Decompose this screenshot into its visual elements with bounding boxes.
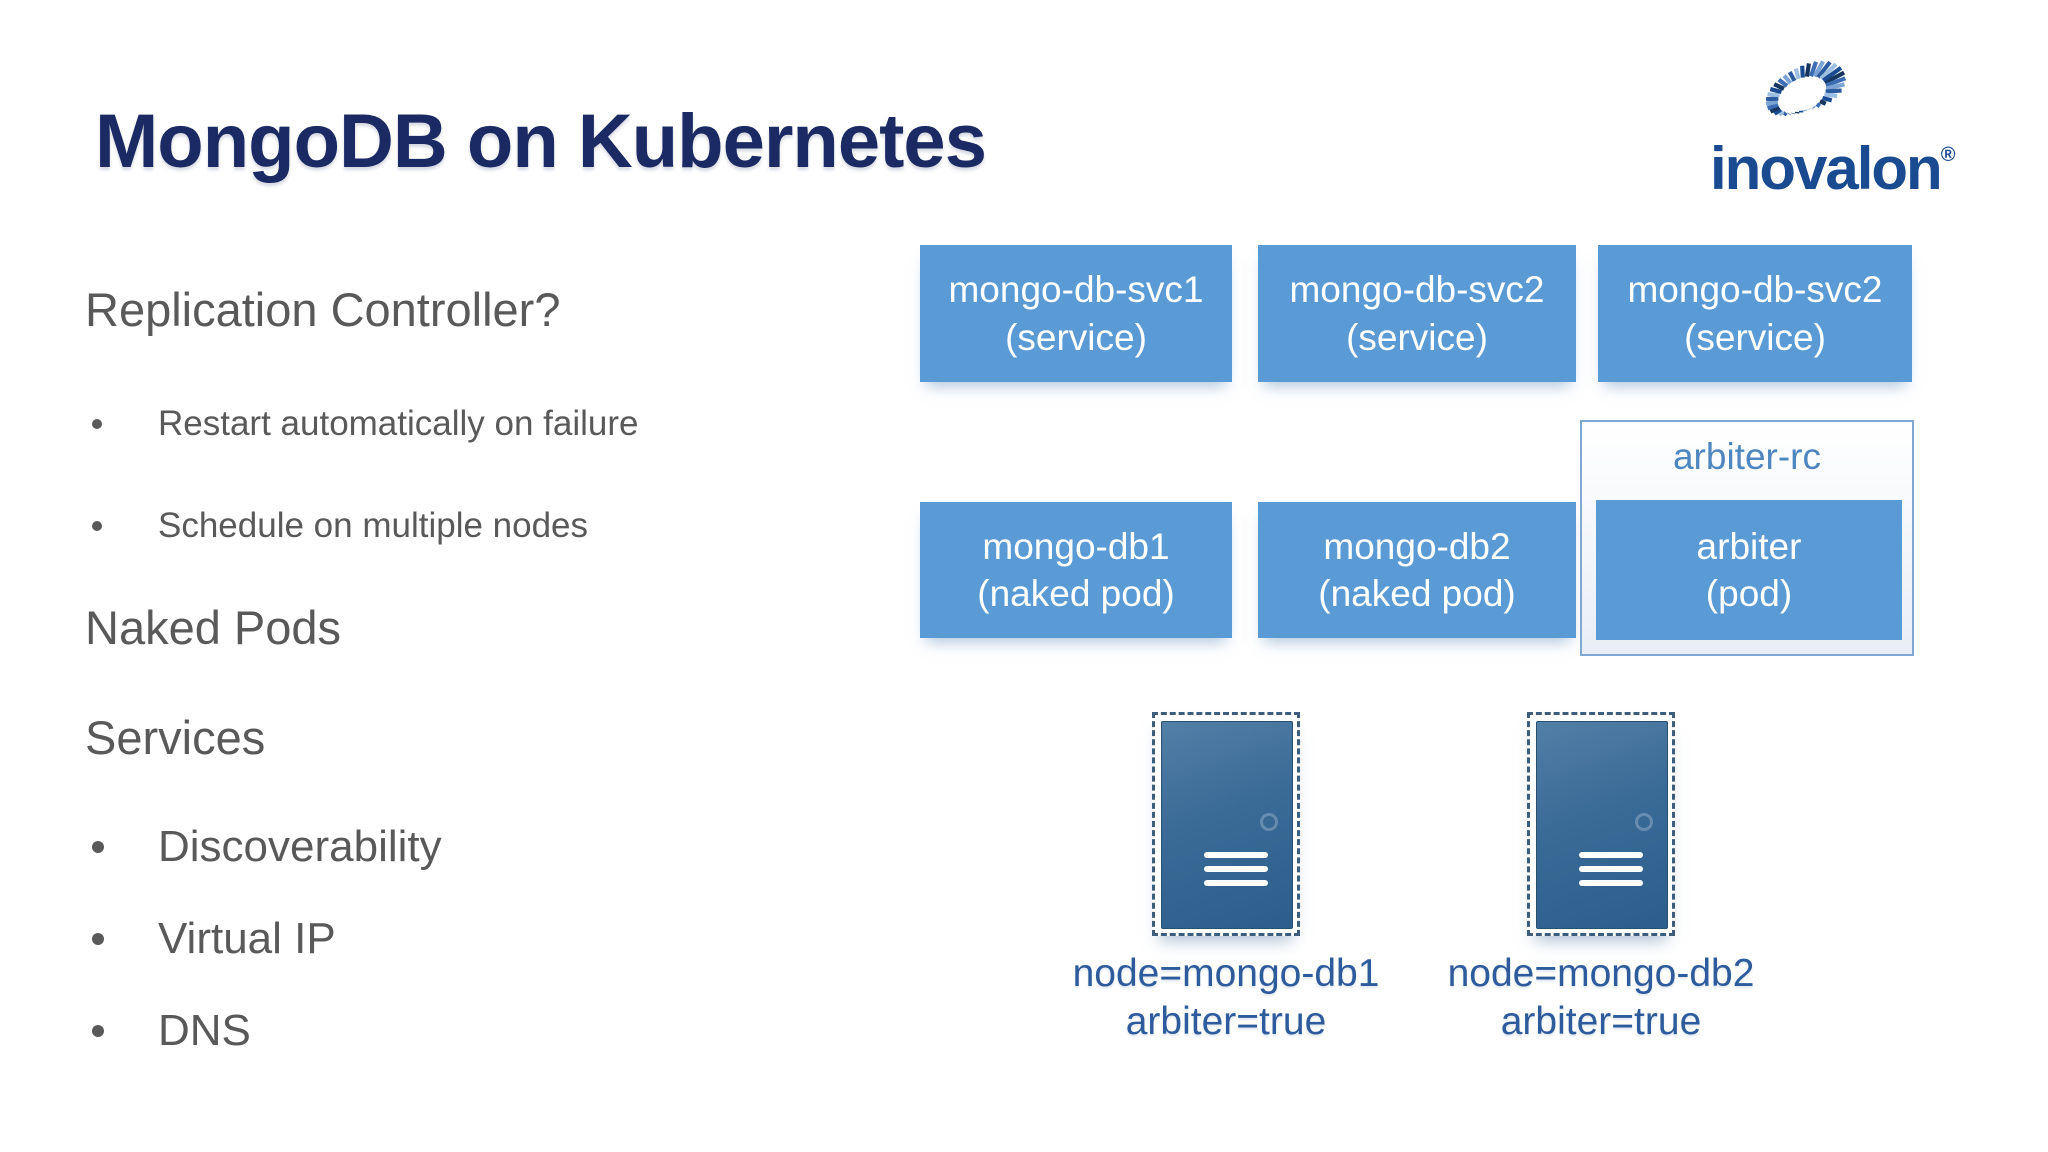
node-label-line2: arbiter=true [1125, 999, 1327, 1043]
pod-name: mongo-db1 [982, 525, 1170, 567]
arbiter-rc-box: arbiter-rc arbiter (pod) [1580, 420, 1914, 656]
bullet-text: Virtual IP [158, 914, 336, 963]
heading-replication-controller: Replication Controller? [85, 283, 561, 336]
bullet-dot [92, 419, 102, 429]
service-box-mongo-db-svc2b: mongo-db-svc2 (service) [1598, 245, 1912, 382]
inovalon-logo: inovalon® [1700, 38, 2000, 202]
bullet-virtual-ip: Virtual IP [92, 914, 336, 964]
service-box-mongo-db-svc1: mongo-db-svc1 (service) [920, 245, 1232, 382]
service-name: mongo-db-svc2 [1627, 269, 1883, 311]
server-node-icon-2 [1527, 712, 1675, 936]
server-led-icon [1260, 812, 1278, 831]
node-label-1: node=mongo-db1 arbiter=true [1026, 950, 1426, 1045]
arbiter-rc-label: arbiter-rc [1672, 436, 1822, 477]
node-label-line2: arbiter=true [1500, 999, 1702, 1043]
inovalon-wordmark-text: inovalon [1710, 135, 1943, 202]
service-name: mongo-db-svc1 [948, 269, 1204, 311]
page-title: MongoDB on Kubernetes [95, 99, 987, 184]
pod-name: mongo-db2 [1323, 525, 1511, 567]
bullet-text: Restart automatically on failure [158, 404, 639, 443]
registered-mark: ® [1940, 144, 1956, 166]
bullet-dot [92, 1025, 104, 1037]
pod-name: arbiter [1696, 525, 1802, 567]
service-name: mongo-db-svc2 [1289, 269, 1545, 311]
server-body [1536, 721, 1668, 929]
pod-type: (naked pod) [1318, 573, 1516, 614]
service-box-mongo-db-svc2: mongo-db-svc2 (service) [1258, 245, 1576, 382]
bullet-dns: DNS [92, 1006, 251, 1056]
pod-box-mongo-db1: mongo-db1 (naked pod) [920, 502, 1232, 638]
heading-services: Services [85, 711, 266, 764]
node-label-2: node=mongo-db2 arbiter=true [1401, 950, 1801, 1045]
bullet-schedule: Schedule on multiple nodes [92, 506, 588, 546]
bullet-dot [92, 521, 102, 531]
bullet-text: Discoverability [158, 822, 442, 871]
heading-naked-pods: Naked Pods [85, 601, 342, 654]
server-node-icon-1 [1152, 712, 1300, 936]
service-type: (service) [1346, 316, 1488, 358]
node-label-line1: node=mongo-db2 [1447, 952, 1755, 995]
inovalon-swirl-icon [1765, 60, 1847, 117]
server-body [1161, 721, 1293, 929]
bullet-dot [92, 933, 104, 945]
bullet-discoverability: Discoverability [92, 822, 442, 872]
pod-type: (naked pod) [977, 573, 1175, 614]
pod-box-arbiter: arbiter (pod) [1596, 500, 1902, 640]
pod-box-mongo-db2: mongo-db2 (naked pod) [1258, 502, 1576, 638]
pod-type: (pod) [1705, 573, 1793, 614]
service-type: (service) [1005, 316, 1147, 358]
service-type: (service) [1684, 316, 1826, 358]
server-vents-icon [1579, 851, 1643, 894]
server-vents-icon [1204, 851, 1268, 894]
inovalon-wordmark: inovalon® [1710, 134, 1955, 203]
node-label-line1: node=mongo-db1 [1072, 952, 1380, 995]
bullet-text: Schedule on multiple nodes [158, 506, 589, 545]
bullet-text: DNS [158, 1006, 251, 1055]
server-led-icon [1635, 812, 1653, 831]
bullet-restart: Restart automatically on failure [92, 404, 639, 444]
bullet-dot [92, 841, 104, 853]
